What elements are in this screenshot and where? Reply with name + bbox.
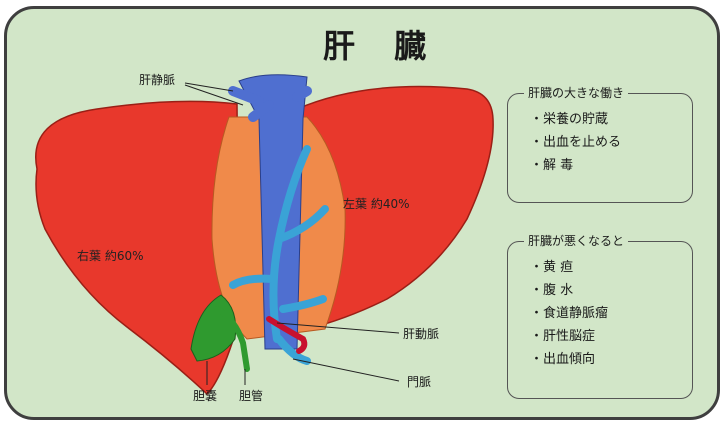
label-hepatic-artery: 肝動脈 bbox=[403, 325, 439, 342]
list-item: ・肝性脳症 bbox=[530, 325, 608, 348]
list-item: ・解 毒 bbox=[530, 154, 621, 177]
list-item: ・食道静脈瘤 bbox=[530, 302, 608, 325]
list-item: ・腹 水 bbox=[530, 279, 608, 302]
functions-box: 肝臓の大きな働き ・栄養の貯蔵 ・出血を止める ・解 毒 bbox=[507, 93, 693, 203]
disease-box-title: 肝臓が悪くなると bbox=[524, 232, 628, 249]
page-title: 肝 臓 bbox=[323, 21, 440, 67]
label-right-lobe: 右葉 約60% bbox=[77, 247, 144, 264]
list-item: ・出血傾向 bbox=[530, 348, 608, 371]
list-item: ・黄 疸 bbox=[530, 256, 608, 279]
label-gallbladder: 胆嚢 bbox=[193, 387, 217, 404]
disease-box: 肝臓が悪くなると ・黄 疸 ・腹 水 ・食道静脈瘤 ・肝性脳症 ・出血傾向 bbox=[507, 241, 693, 399]
list-item: ・栄養の貯蔵 bbox=[530, 108, 621, 131]
diagram-panel: 肝 臓 肝静脈 左葉 約40% 右葉 約60% 肝動脈 門脈 胆嚢 胆管 肝臓の… bbox=[4, 6, 720, 420]
list-item: ・出血を止める bbox=[530, 131, 621, 154]
functions-box-title: 肝臓の大きな働き bbox=[524, 84, 628, 101]
label-portal-vein: 門脈 bbox=[407, 373, 431, 390]
disease-list: ・黄 疸 ・腹 水 ・食道静脈瘤 ・肝性脳症 ・出血傾向 bbox=[530, 256, 608, 371]
label-bile-duct: 胆管 bbox=[239, 387, 263, 404]
functions-list: ・栄養の貯蔵 ・出血を止める ・解 毒 bbox=[530, 108, 621, 177]
label-left-lobe: 左葉 約40% bbox=[343, 195, 410, 212]
label-hepatic-vein: 肝静脈 bbox=[139, 71, 175, 88]
